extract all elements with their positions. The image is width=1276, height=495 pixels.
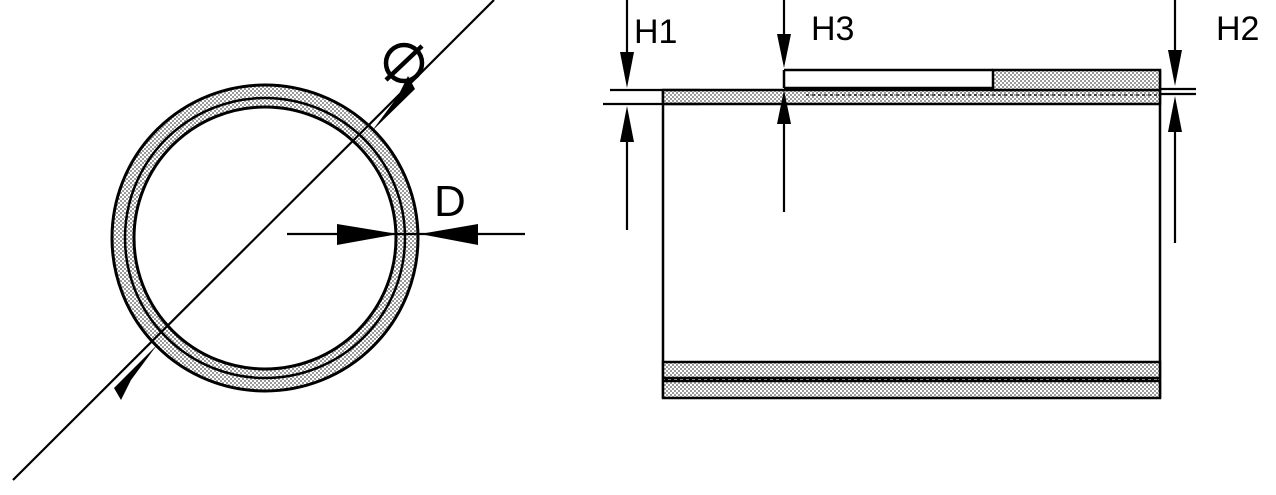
diameter-arrowhead-upper	[372, 76, 415, 131]
height-1-dimension-group: H1	[603, 0, 700, 230]
diameter-arrowhead-lower	[114, 345, 157, 400]
wall-thickness-label: D	[434, 177, 466, 226]
height-3-dimension-group: H3	[777, 0, 854, 212]
h3-label: H3	[811, 10, 854, 48]
side-view-section: H1 H3 H2	[603, 0, 1259, 400]
ring-inner-circle	[132, 105, 398, 371]
ring-outer-circle	[110, 83, 420, 393]
h3-lower-arrowhead	[777, 90, 791, 124]
lower-wall-band-upper	[661, 360, 1162, 380]
front-view-circular: D	[12, 0, 525, 481]
diameter-symbol-icon	[383, 42, 425, 84]
h2-label: H2	[1216, 10, 1259, 48]
h3-upper-arrowhead	[777, 34, 791, 68]
wall-thickness-arrow-left	[337, 224, 398, 245]
h1-label: H1	[634, 13, 677, 51]
wall-thickness-arrow-right	[420, 224, 478, 245]
h1-lower-arrowhead	[620, 106, 634, 142]
ring-middle-circle	[123, 96, 407, 380]
ring-hatched-annulus	[100, 75, 440, 405]
h1-upper-arrowhead	[620, 52, 634, 88]
lower-wall-band-lower	[661, 379, 1162, 400]
wall-thickness-dimension-group	[287, 224, 525, 245]
h2-upper-arrowhead	[1168, 50, 1182, 86]
h2-lower-arrowhead	[1168, 96, 1182, 132]
upper-wall-band	[661, 88, 1162, 106]
raised-lip-block	[991, 68, 1162, 92]
height-2-dimension-group: H2	[1160, 0, 1259, 243]
